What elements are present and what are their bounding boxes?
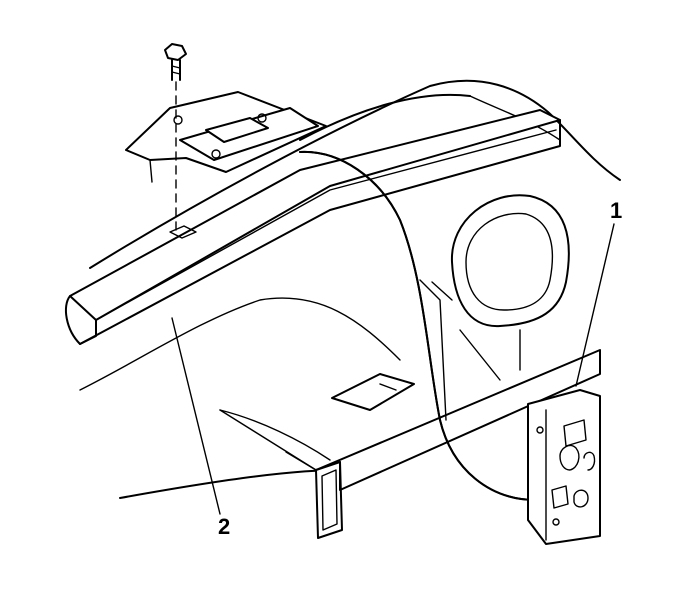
- frame-rail: [64, 109, 561, 345]
- cross-bracket: [331, 373, 415, 411]
- module-bracket: [125, 91, 327, 183]
- vehicle-body-outline: [79, 79, 621, 499]
- bracket-panel: [527, 389, 601, 545]
- leader-line-1: [575, 223, 615, 387]
- wheel-opening: [419, 194, 570, 421]
- leader-line-2: [171, 317, 221, 515]
- callout-1-label: 1: [610, 198, 623, 223]
- leader-lines: [171, 223, 615, 515]
- callout-2-label: 2: [218, 514, 231, 539]
- wiring-harness: [299, 150, 537, 501]
- lower-rail: [219, 349, 601, 539]
- bolt: [164, 43, 197, 239]
